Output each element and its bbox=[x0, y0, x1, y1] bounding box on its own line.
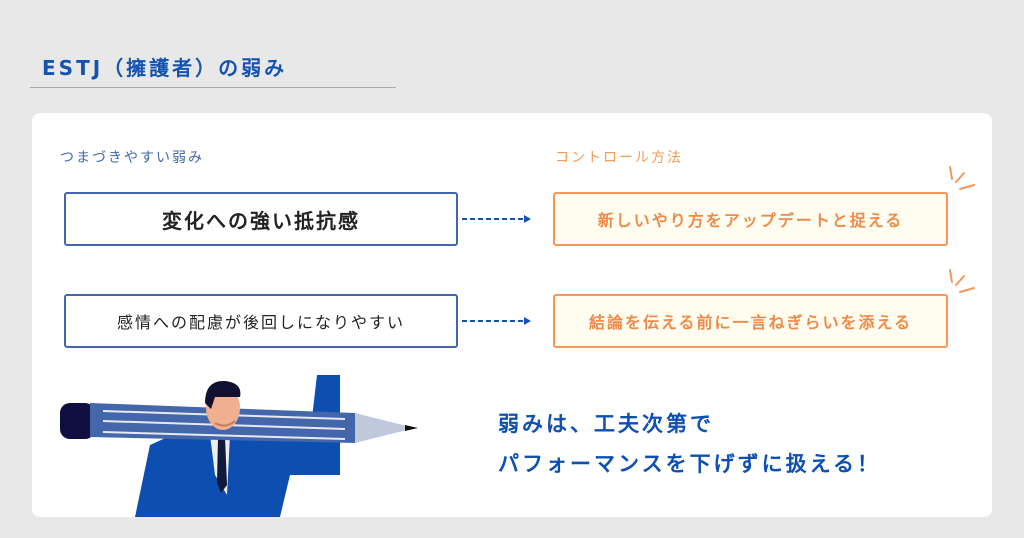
control-column-header: コントロール方法 bbox=[555, 150, 683, 166]
message-line-1: 弱みは、工夫次第で bbox=[498, 412, 714, 436]
weakness-column-header: つまづきやすい弱み bbox=[60, 150, 204, 166]
sparkle-icon bbox=[949, 269, 975, 293]
title-divider bbox=[30, 87, 396, 88]
message-line-2: パフォーマンスを下げずに扱える！ bbox=[498, 452, 881, 476]
sparkle-icon bbox=[949, 166, 975, 190]
weakness-box-1: 変化への強い抵抗感 bbox=[64, 192, 458, 246]
weakness-box-2: 感情への配慮が後回しになりやすい bbox=[64, 294, 458, 348]
control-box-1: 新しいやり方をアップデートと捉える bbox=[553, 192, 948, 246]
businessman-pencil-illustration bbox=[60, 375, 418, 517]
arrow-icon bbox=[462, 215, 531, 223]
control-box-2: 結論を伝える前に一言ねぎらいを添える bbox=[553, 294, 948, 348]
page-title: ESTJ（擁護者）の弱み bbox=[42, 56, 288, 80]
arrow-icon bbox=[462, 317, 531, 325]
